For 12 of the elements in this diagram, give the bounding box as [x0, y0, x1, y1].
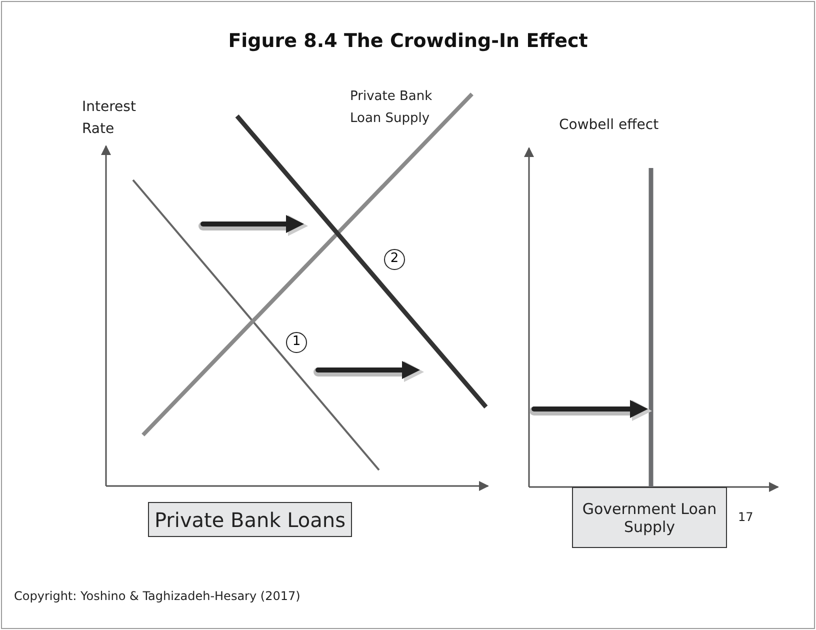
curve-label: Private Bank Loan Supply	[350, 88, 434, 128]
curve-label: Cowbell effect	[559, 116, 660, 135]
axis-label: Interest Rate	[82, 98, 137, 139]
page-number: 17	[738, 509, 754, 526]
callout-number: 1	[286, 332, 307, 353]
callout-number: 2	[384, 249, 405, 270]
figure-title: Figure 8.4 The Crowding-In Effect	[227, 30, 589, 52]
axis-title: Private Bank Loans	[154, 508, 346, 532]
copyright-note: Copyright: Yoshino & Taghizadeh-Hesary (2017)	[14, 588, 300, 605]
axis-title-box	[148, 502, 352, 537]
axis-title: Government Loan Supply	[581, 500, 718, 536]
axis-title-box	[572, 487, 727, 548]
